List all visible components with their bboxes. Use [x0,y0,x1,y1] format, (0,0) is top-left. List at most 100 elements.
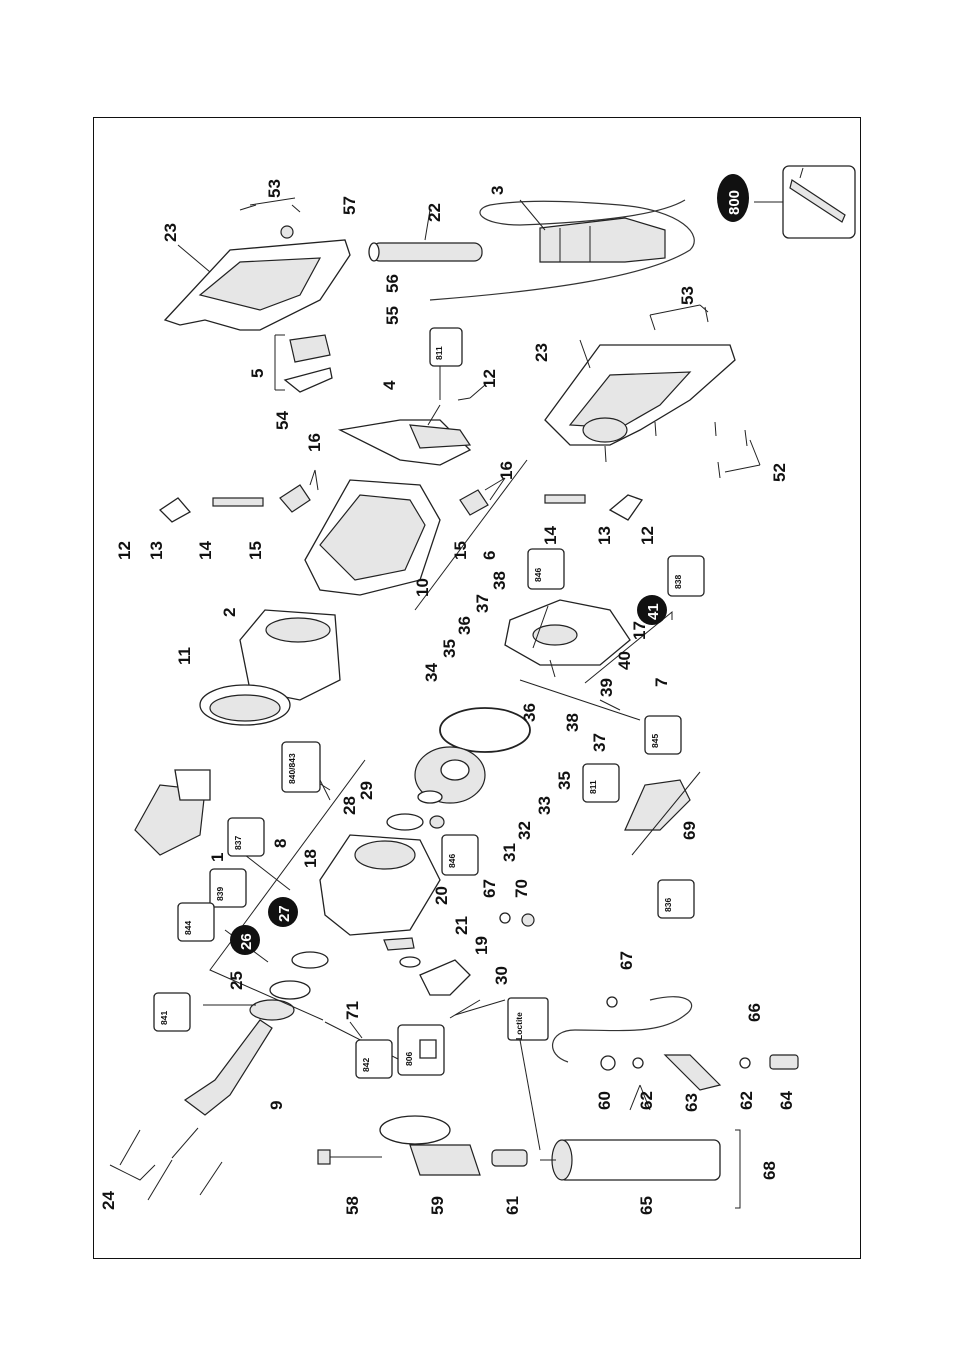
label-17: 17 [630,621,649,640]
svg-text:800: 800 [726,190,743,215]
svg-text:841: 841 [159,1011,169,1025]
svg-text:836: 836 [663,898,673,912]
kit-box-836: 836 [658,880,694,918]
part-58-bolt [318,1150,382,1164]
svg-text:806: 806 [404,1052,414,1066]
label-36-top: 36 [455,616,474,635]
part-800-inset [754,166,855,238]
label-3: 3 [488,186,507,195]
part-5-switch [285,335,332,392]
label-23-top: 23 [161,223,180,242]
label-35-bottom: 35 [555,771,574,790]
kit-box-844: 844 [178,903,214,941]
label-1: 1 [208,853,227,862]
label-31: 31 [500,843,519,862]
part-66-water-hose [553,997,692,1062]
label-67-top: 67 [480,879,499,898]
kit-box-811-top: 811 [430,328,462,366]
badge-800: 800 [717,174,749,222]
label-66: 66 [745,1003,764,1022]
label-22: 22 [425,203,444,222]
kit-box-846-bottom: 846 [442,835,478,875]
label-13-right: 13 [595,526,614,545]
label-62-right: 62 [737,1091,756,1110]
badge-41: 41 [637,595,667,625]
svg-text:846: 846 [447,854,457,868]
label-16-top: 16 [305,433,324,452]
screws-24 [120,1128,222,1200]
label-12-right: 12 [638,526,657,545]
water-fittings-60-64 [601,1055,798,1090]
label-14-right: 14 [541,526,560,545]
kit-box-838: 838 [668,556,704,596]
part-23-handle-half-top [165,240,350,330]
part-4-electronic-module [340,420,470,465]
label-33: 33 [535,796,554,815]
svg-text:839: 839 [215,887,225,901]
part-1-armature [135,770,210,855]
label-67-bottom: 67 [617,951,636,970]
label-57: 57 [340,196,359,215]
part-19-lever [420,960,470,995]
label-35-top: 35 [440,639,459,658]
label-28: 28 [340,796,359,815]
label-52: 52 [770,463,789,482]
svg-text:845: 845 [650,734,660,748]
label-21: 21 [452,916,471,935]
label-71: 71 [343,1001,362,1020]
label-37-top: 37 [473,594,492,613]
label-12-mid: 12 [480,369,499,388]
svg-text:838: 838 [673,575,683,589]
loctite-box: Loctite [508,998,548,1040]
kit-box-846-top: 846 [528,549,564,589]
label-38-top: 38 [490,571,509,590]
label-53-top: 53 [265,179,284,198]
part-33-o-ring [440,708,530,752]
label-20: 20 [432,886,451,905]
label-6: 6 [480,551,499,560]
label-55: 55 [383,306,402,325]
svg-text:844: 844 [183,921,193,935]
label-39: 39 [597,678,616,697]
part-11-baffle-ring [200,685,290,725]
label-59: 59 [428,1196,447,1215]
part-23-handle-half-right [545,345,735,445]
svg-text:26: 26 [238,933,255,950]
label-29: 29 [357,781,376,800]
label-40: 40 [615,651,634,670]
svg-text:811: 811 [588,780,598,794]
part-65-core-bit [540,1140,720,1180]
part-17-gear-cover [505,600,630,665]
svg-text:837: 837 [233,836,243,850]
label-38-bottom: 38 [563,713,582,732]
kit-box-841: 841 [154,993,190,1031]
label-23-right: 23 [532,343,551,362]
label-15-right: 15 [451,541,470,560]
part-10-motor-housing [305,480,440,595]
label-2: 2 [220,608,239,617]
label-53-right: 53 [678,286,697,305]
label-32: 32 [515,821,534,840]
label-8: 8 [271,839,290,848]
svg-text:27: 27 [276,905,293,922]
part-59-collar [380,1116,480,1175]
label-58: 58 [343,1196,362,1215]
badge-26: 26 [230,925,260,955]
label-14-left: 14 [196,541,215,560]
label-13-left: 13 [147,541,166,560]
label-25: 25 [227,971,246,990]
label-10: 10 [413,578,432,597]
label-34: 34 [422,663,441,682]
kit-box-840-843: 840/843 [282,742,320,792]
label-56: 56 [383,274,402,293]
label-65: 65 [637,1196,656,1215]
label-69: 69 [680,821,699,840]
label-61: 61 [503,1196,522,1215]
bearings-25-26-27 [250,952,328,1020]
label-12-left: 12 [115,541,134,560]
svg-text:41: 41 [645,603,662,620]
kit-box-839: 839 [210,869,246,907]
part-18-gear-housing [320,835,440,935]
label-36-bottom: 36 [520,703,539,722]
